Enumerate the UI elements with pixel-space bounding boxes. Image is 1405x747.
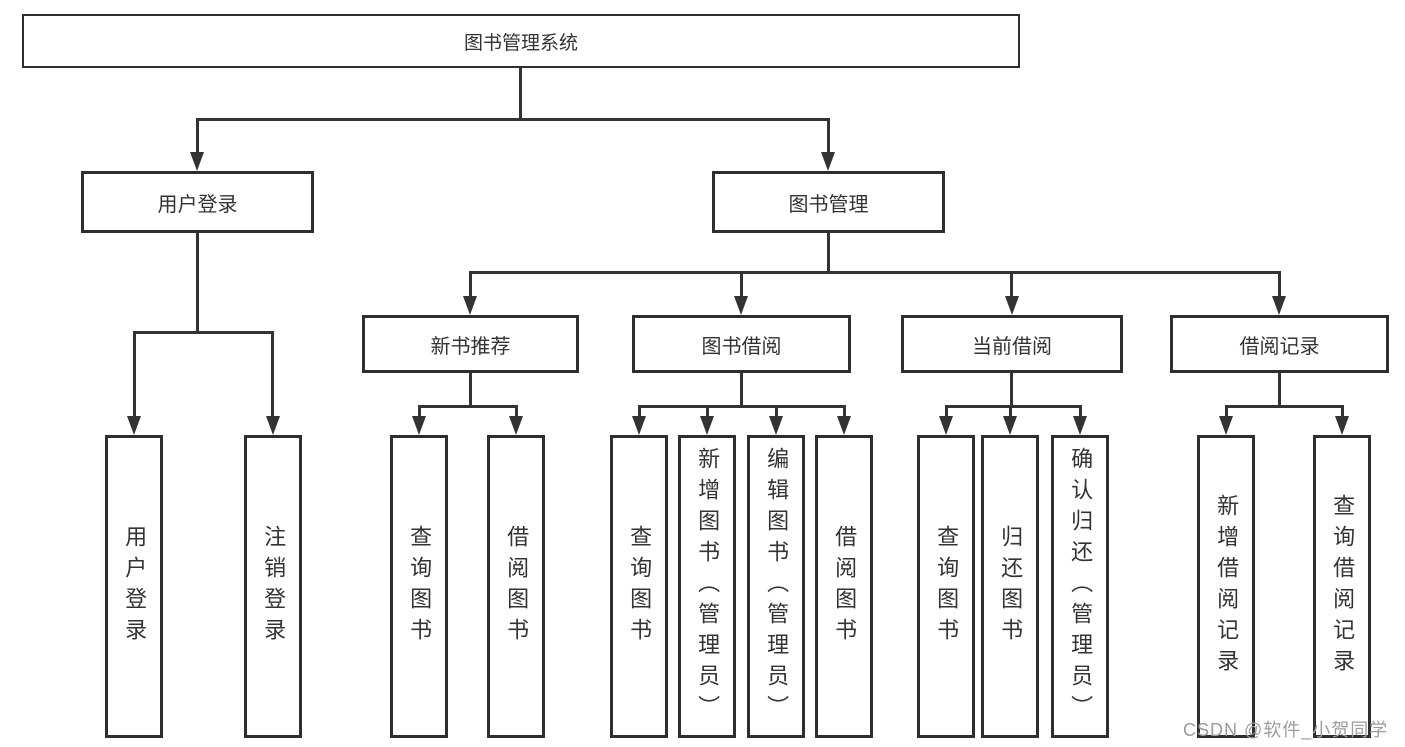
leaf-query-books-recommend: 查询图书 xyxy=(390,435,448,738)
connector-borrow-records-stem xyxy=(1278,373,1281,407)
arrow-down-icon xyxy=(463,296,477,315)
node-user-login: 用户登录 xyxy=(81,171,314,233)
leaf-label: 查询图书 xyxy=(627,524,653,649)
connector-user-login-stem xyxy=(196,233,199,333)
arrow-down-icon xyxy=(1005,296,1019,315)
connector-drop-leaf xyxy=(1079,405,1082,417)
node-label: 图书管理 xyxy=(788,193,869,216)
connector-book-management-stem xyxy=(827,233,830,274)
leaf-confirm-return-admin: 确认归还（管理员） xyxy=(1051,435,1109,738)
connector-drop-leaf xyxy=(271,331,274,416)
arrow-down-icon xyxy=(821,152,835,171)
leaf-add-borrow-record: 新增借阅记录 xyxy=(1197,435,1255,738)
connector-drop-leaf xyxy=(515,405,518,417)
arrow-down-icon xyxy=(127,416,141,435)
leaf-label: 编辑图书（管理员） xyxy=(764,447,790,726)
node-book-borrow: 图书借阅 xyxy=(632,315,851,373)
connector-drop-leaf xyxy=(418,405,421,417)
arrow-down-icon xyxy=(266,416,280,435)
leaf-label: 确认归还（管理员） xyxy=(1068,447,1094,726)
leaf-label: 借阅图书 xyxy=(504,524,530,649)
node-borrow-records: 借阅记录 xyxy=(1170,315,1389,373)
node-label: 用户登录 xyxy=(157,193,238,216)
node-label: 当前借阅 xyxy=(972,335,1052,358)
arrow-down-icon xyxy=(1335,416,1349,435)
leaf-return-book: 归还图书 xyxy=(981,435,1039,738)
leaf-logout: 注销登录 xyxy=(244,435,302,738)
arrow-down-icon xyxy=(700,416,714,435)
connector-drop-book-management xyxy=(827,118,830,153)
node-current-borrow: 当前借阅 xyxy=(901,315,1123,373)
leaf-query-books-borrow: 查询图书 xyxy=(610,435,668,738)
connector-drop-new-book xyxy=(469,271,472,296)
connector-current-borrow-branch xyxy=(945,405,1081,408)
node-new-book-recommend: 新书推荐 xyxy=(362,315,579,373)
connector-drop-leaf xyxy=(843,405,846,417)
connector-level3-branch xyxy=(469,271,1281,274)
connector-drop-leaf xyxy=(1225,405,1228,417)
node-label: 图书借阅 xyxy=(701,335,782,358)
leaf-label: 新增借阅记录 xyxy=(1214,493,1240,680)
connector-new-book-stem xyxy=(469,373,472,407)
leaf-label: 注销登录 xyxy=(261,524,287,649)
connector-drop-leaf xyxy=(133,331,136,416)
leaf-borrow-books-borrow: 借阅图书 xyxy=(815,435,873,738)
connector-user-login-branch xyxy=(133,331,274,334)
connector-drop-leaf xyxy=(1341,405,1344,417)
node-root: 图书管理系统 xyxy=(22,14,1020,68)
connector-drop-leaf xyxy=(706,405,709,417)
node-book-management: 图书管理 xyxy=(712,171,945,233)
leaf-label: 新增图书（管理员） xyxy=(695,447,721,726)
arrow-down-icon xyxy=(837,416,851,435)
connector-drop-leaf xyxy=(945,405,948,417)
node-label: 借阅记录 xyxy=(1239,335,1320,358)
watermark: CSDN @软件_小贺同学 xyxy=(1183,720,1389,740)
connector-drop-leaf xyxy=(638,405,641,417)
arrow-down-icon xyxy=(509,416,523,435)
arrow-down-icon xyxy=(939,416,953,435)
connector-level2-branch xyxy=(196,118,830,121)
arrow-down-icon xyxy=(769,416,783,435)
leaf-user-login: 用户登录 xyxy=(105,435,163,738)
connector-drop-user-login xyxy=(196,118,199,153)
connector-current-borrow-stem xyxy=(1010,373,1013,407)
leaf-label: 借阅图书 xyxy=(832,524,858,649)
node-label: 新书推荐 xyxy=(430,335,511,358)
arrow-down-icon xyxy=(1073,416,1087,435)
connector-drop-leaf xyxy=(1009,405,1012,417)
leaf-label: 查询图书 xyxy=(934,524,960,649)
arrow-down-icon xyxy=(1003,416,1017,435)
arrow-down-icon xyxy=(734,296,748,315)
arrow-down-icon xyxy=(632,416,646,435)
leaf-label: 用户登录 xyxy=(122,524,148,649)
leaf-label: 归还图书 xyxy=(998,524,1024,649)
connector-drop-leaf xyxy=(775,405,778,417)
leaf-borrow-books-recommend: 借阅图书 xyxy=(487,435,545,738)
connector-book-borrow-stem xyxy=(740,373,743,407)
connector-drop-current-borrow xyxy=(1010,271,1013,296)
leaf-label: 查询图书 xyxy=(407,524,433,649)
connector-book-borrow-branch xyxy=(638,405,846,408)
connector-drop-borrow-records xyxy=(1278,271,1281,296)
leaf-query-books-current: 查询图书 xyxy=(917,435,975,738)
arrow-down-icon xyxy=(1219,416,1233,435)
connector-borrow-records-branch xyxy=(1225,405,1343,408)
node-label: 图书管理系统 xyxy=(463,32,578,54)
leaf-add-book-admin: 新增图书（管理员） xyxy=(678,435,736,738)
arrow-down-icon xyxy=(190,152,204,171)
leaf-label: 查询借阅记录 xyxy=(1330,493,1356,680)
connector-drop-book-borrow xyxy=(740,271,743,296)
arrow-down-icon xyxy=(412,416,426,435)
leaf-query-borrow-record: 查询借阅记录 xyxy=(1313,435,1371,738)
leaf-edit-book-admin: 编辑图书（管理员） xyxy=(747,435,805,738)
arrow-down-icon xyxy=(1272,296,1286,315)
connector-root-stem xyxy=(519,68,522,121)
connector-new-book-branch xyxy=(418,405,518,408)
